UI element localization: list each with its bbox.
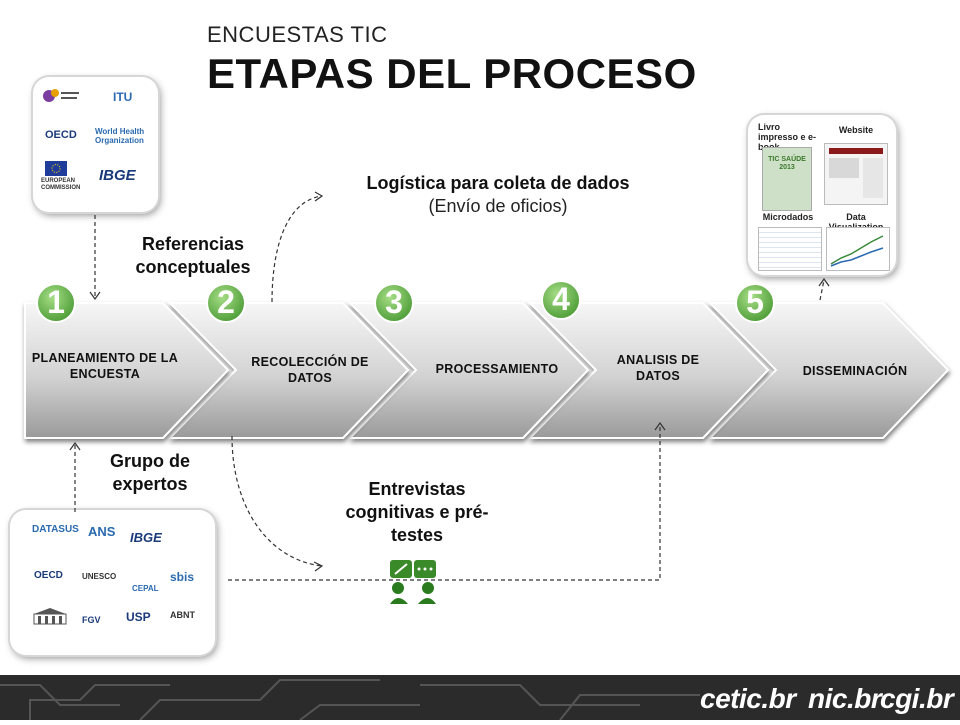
logo-ans: ANS: [88, 524, 116, 539]
connector-analysis: [228, 424, 661, 581]
dataviz-thumbnail: [826, 227, 890, 271]
website-thumbnail: [824, 143, 888, 205]
step-5-number: 5: [746, 284, 764, 320]
logo-ibge: IBGE: [99, 167, 136, 184]
logo-wsis: [41, 87, 81, 107]
step-1-label: PLANEAMIENTO DE LA ENCUESTA: [31, 351, 179, 381]
logo-oecd-small: OECD: [34, 570, 63, 581]
logo-eu-flag: [45, 161, 67, 178]
logo-unesco: UNESCO: [82, 572, 117, 581]
footer-bar: [0, 675, 960, 721]
logo-building: [32, 608, 68, 628]
book-title: TIC SAÚDE 2013: [768, 156, 806, 171]
references-logos-card: ITU OECD World Health Organization EUROP…: [33, 77, 158, 212]
step-4-badge: [541, 280, 581, 320]
logo-datasus: DATASUS: [32, 524, 79, 535]
logo-who: World Health Organization: [95, 127, 145, 145]
step-2-label: RECOLECCIÓN DE DATOS: [251, 355, 369, 385]
interviews-note: Entrevistas cognitivas e pré-testes: [345, 479, 489, 545]
step-2-arrow: [167, 302, 410, 439]
logo-sbis: sbis: [170, 570, 195, 584]
brand-cetic: cetic.br: [700, 683, 796, 715]
book-cover: TIC SAÚDE 2013: [762, 147, 812, 211]
arrowhead-references: [89, 291, 101, 301]
step-2-number: 2: [217, 284, 235, 320]
interview-people-icon: [390, 560, 436, 604]
logo-usp: USP: [126, 610, 151, 624]
step-3-badge: [374, 283, 414, 323]
step-3-number: 3: [385, 284, 403, 320]
connector-logistics: [271, 195, 323, 303]
step-2-badge: [206, 283, 246, 323]
microdata-thumbnail: [758, 227, 822, 271]
step-4-arrow: [527, 302, 770, 439]
logistics-note-title: Logística para coleta de dados: [366, 173, 630, 193]
arrowhead-analysis: [654, 421, 666, 431]
logo-abnt: ABNT: [170, 610, 195, 620]
step-3-label: PROCESSAMIENTO: [435, 362, 559, 376]
brand-cgi: cgi.br: [880, 683, 954, 715]
micro-label: Microdados: [762, 212, 814, 222]
step-1-number: 1: [47, 284, 65, 320]
arrowhead-interviews: [313, 561, 324, 572]
step-1-badge: [36, 283, 76, 323]
arrowhead-dissemination: [818, 277, 830, 287]
connector-dissemination: [819, 279, 825, 301]
brand-nic: nic.br: [808, 683, 882, 715]
supertitle: ENCUESTAS TIC: [207, 22, 388, 47]
step-5-badge: [735, 283, 775, 323]
step-4-number: 4: [552, 281, 570, 317]
experts-note: Grupo de expertos: [110, 451, 190, 494]
experts-logos-card: DATASUS ANS IBGE OECD UNESCO CEPAL sbis …: [10, 510, 215, 655]
logo-itu: ITU: [113, 90, 133, 104]
footer-circuit-pattern: [0, 679, 700, 721]
brand-nic-text: nic.br: [808, 683, 882, 714]
page-title: ETAPAS DEL PROCESO: [207, 50, 697, 97]
arrowhead-logistics: [314, 191, 324, 202]
logo-oecd: OECD: [45, 129, 77, 141]
dissemination-card: Livro impresso e e-book Website TIC SAÚD…: [748, 115, 896, 275]
logistics-note-sub: (Envío de oficios): [428, 196, 568, 216]
step-3-arrow: [347, 302, 590, 439]
brand-cetic-text: cetic.br: [700, 683, 796, 714]
logo-cepal: CEPAL: [132, 584, 159, 593]
step-4-label: ANALISIS DE DATOS: [616, 353, 700, 383]
step-1-arrow: [24, 302, 230, 439]
logo-fgv: FGV: [82, 615, 101, 625]
step-5-arrow: [707, 302, 950, 439]
step-5-label: DISSEMINACIÓN: [802, 364, 908, 378]
arrowhead-experts: [69, 441, 81, 451]
logo-ibge-small: IBGE: [130, 530, 162, 545]
website-label: Website: [838, 125, 874, 135]
connector-interviews: [231, 435, 323, 567]
references-note: Referencias conceptuales: [135, 234, 251, 277]
brand-cgi-text: cgi.br: [880, 683, 954, 714]
logo-eu-text: EUROPEAN COMMISSION: [41, 178, 81, 191]
